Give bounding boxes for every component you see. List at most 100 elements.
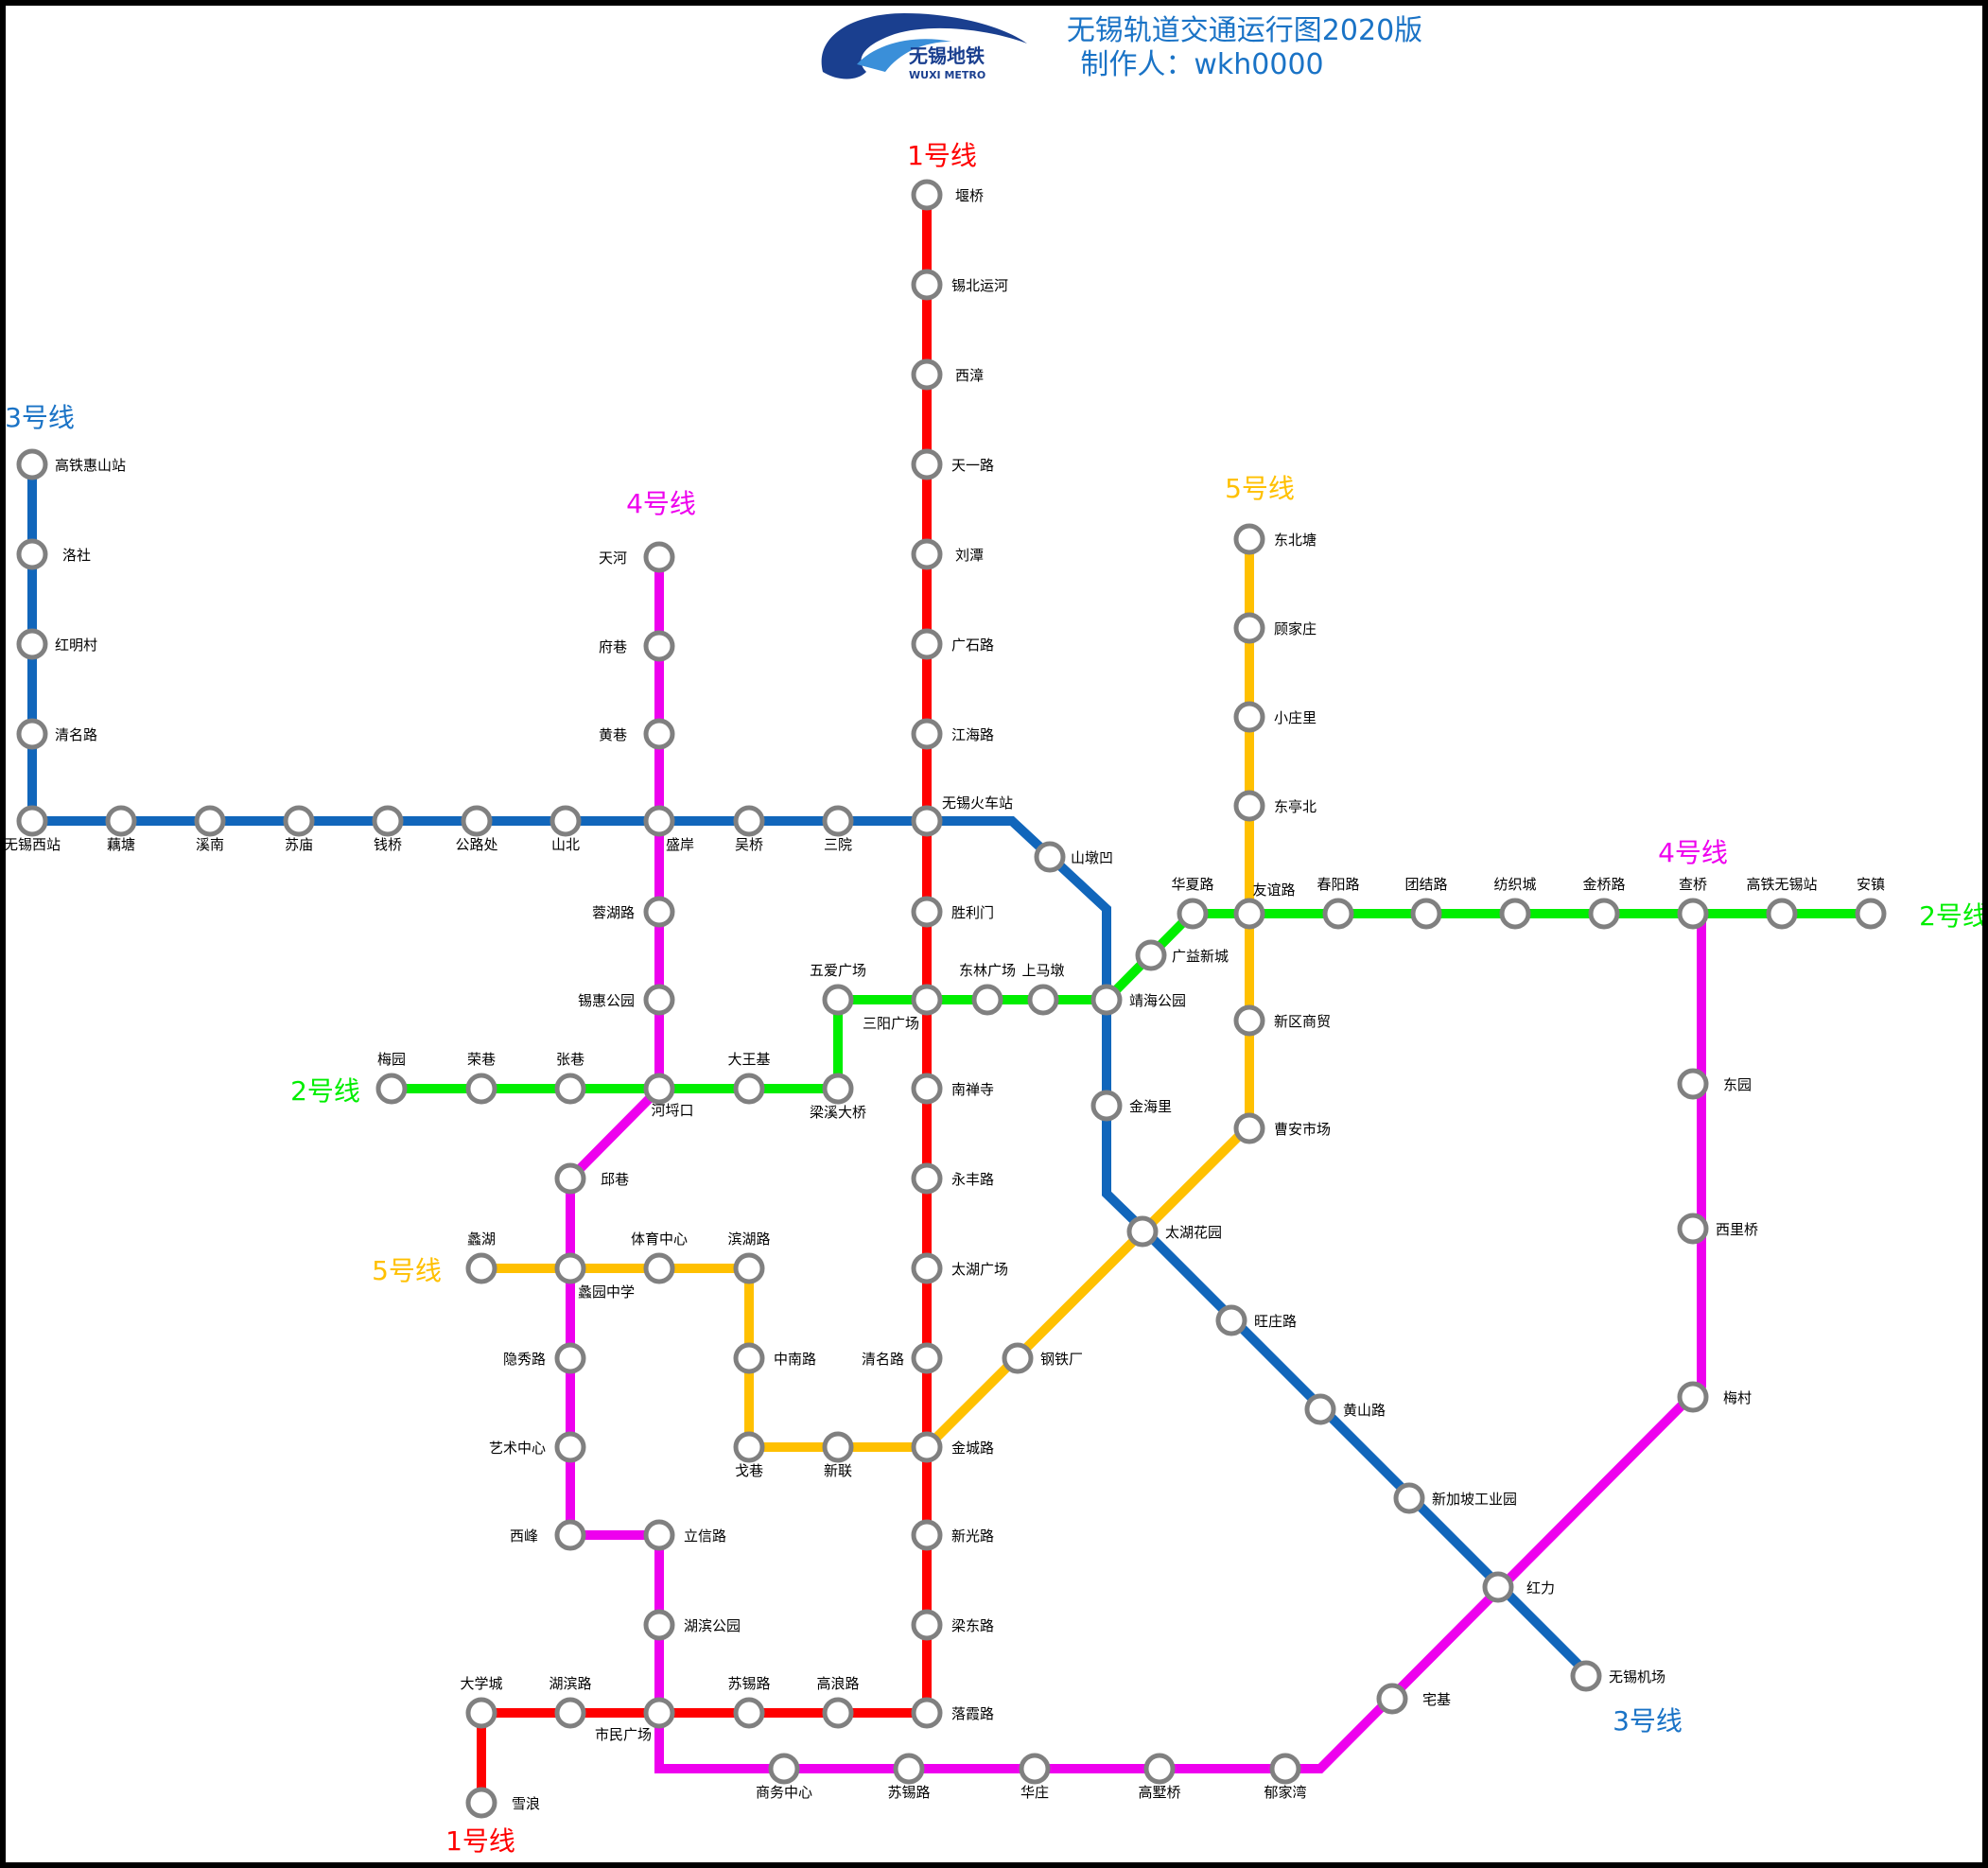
station-marker-icon[interactable]: [16, 805, 48, 837]
station-marker-icon[interactable]: [1233, 898, 1265, 930]
station-marker-icon[interactable]: [1233, 1004, 1265, 1037]
station-marker-icon[interactable]: [733, 805, 765, 837]
station-marker-icon[interactable]: [643, 1519, 675, 1551]
station-marker-icon[interactable]: [911, 896, 943, 928]
station-marker-icon[interactable]: [1233, 701, 1265, 733]
station-marker-icon[interactable]: [465, 1787, 497, 1819]
station-s14[interactable]: 清名路: [862, 1342, 943, 1374]
station-marker-icon[interactable]: [1499, 898, 1531, 930]
station-marker-icon[interactable]: [643, 805, 675, 837]
station-marker-icon[interactable]: [194, 805, 226, 837]
station-marker-icon[interactable]: [1215, 1304, 1247, 1336]
station-s51[interactable]: 溪南: [194, 805, 226, 853]
station-marker-icon[interactable]: [375, 1073, 408, 1105]
station-marker-icon[interactable]: [768, 1753, 800, 1785]
station-marker-icon[interactable]: [16, 718, 48, 750]
station-marker-icon[interactable]: [16, 538, 48, 570]
station-s10[interactable]: 三阳广场: [863, 984, 943, 1032]
station-s73[interactable]: 蠡园中学: [554, 1252, 635, 1301]
station-s48[interactable]: 清名路: [16, 718, 97, 750]
station-s8[interactable]: 无锡火车站: [911, 794, 1013, 837]
station-s25[interactable]: 梅园: [375, 1051, 408, 1105]
station-marker-icon[interactable]: [733, 1342, 765, 1374]
station-marker-icon[interactable]: [911, 1609, 943, 1641]
station-s83[interactable]: 郁家湾: [1264, 1753, 1307, 1801]
station-s60[interactable]: 金海里: [1090, 1090, 1172, 1122]
station-s45[interactable]: 高铁惠山站: [16, 448, 126, 480]
station-marker-icon[interactable]: [1233, 790, 1265, 822]
station-s33[interactable]: 上马墩: [1021, 962, 1065, 1016]
station-marker-icon[interactable]: [465, 1073, 497, 1105]
station-s42[interactable]: 查桥: [1677, 876, 1709, 930]
station-marker-icon[interactable]: [554, 1431, 586, 1463]
station-s41[interactable]: 金桥路: [1582, 876, 1626, 930]
station-s16[interactable]: 新光路: [911, 1519, 994, 1551]
station-marker-icon[interactable]: [465, 1697, 497, 1729]
station-marker-icon[interactable]: [16, 628, 48, 660]
station-s82[interactable]: 高墅桥: [1138, 1753, 1181, 1801]
station-marker-icon[interactable]: [643, 1252, 675, 1284]
station-s29[interactable]: 大王基: [727, 1051, 771, 1105]
station-s36[interactable]: 华夏路: [1171, 876, 1214, 930]
station-marker-icon[interactable]: [1034, 841, 1066, 873]
station-marker-icon[interactable]: [911, 1697, 943, 1729]
station-s66[interactable]: 无锡机场: [1570, 1660, 1665, 1692]
station-s19[interactable]: 高浪路: [816, 1675, 860, 1729]
station-s13[interactable]: 太湖广场: [911, 1252, 1008, 1284]
station-marker-icon[interactable]: [822, 984, 854, 1016]
station-s54[interactable]: 公路处: [455, 805, 498, 853]
station-s85[interactable]: 梅村: [1677, 1381, 1752, 1413]
station-s37[interactable]: 友谊路: [1233, 882, 1296, 930]
station-s3[interactable]: 西漳: [911, 358, 984, 391]
station-marker-icon[interactable]: [1019, 1753, 1051, 1785]
station-marker-icon[interactable]: [1376, 1683, 1408, 1715]
station-s91[interactable]: 东亭北: [1233, 790, 1317, 822]
station-s12[interactable]: 永丰路: [911, 1162, 994, 1195]
station-marker-icon[interactable]: [911, 179, 943, 211]
station-s46[interactable]: 洛社: [16, 538, 91, 570]
station-s70[interactable]: 蓉湖路: [592, 896, 675, 928]
station-s65[interactable]: 红力: [1482, 1571, 1555, 1603]
station-s7[interactable]: 江海路: [911, 718, 994, 750]
station-marker-icon[interactable]: [911, 1252, 943, 1284]
station-marker-icon[interactable]: [105, 805, 137, 837]
station-marker-icon[interactable]: [554, 1519, 586, 1551]
station-marker-icon[interactable]: [911, 448, 943, 480]
station-s55[interactable]: 山北: [549, 805, 582, 853]
station-s95[interactable]: 新联: [822, 1431, 854, 1479]
station-marker-icon[interactable]: [1002, 1342, 1034, 1374]
station-s56[interactable]: 盛岸: [643, 805, 694, 853]
station-s52[interactable]: 苏庙: [283, 805, 315, 853]
station-s90[interactable]: 小庄里: [1233, 701, 1317, 733]
station-marker-icon[interactable]: [461, 805, 493, 837]
station-s39[interactable]: 团结路: [1404, 876, 1448, 930]
station-s18[interactable]: 落霞路: [911, 1697, 994, 1729]
station-s26[interactable]: 荣巷: [465, 1051, 497, 1105]
station-marker-icon[interactable]: [465, 1252, 497, 1284]
station-marker-icon[interactable]: [911, 984, 943, 1016]
metro-map[interactable]: 无锡地铁 WUXI METRO 无锡轨道交通运行图2020版 制作人：wkh00…: [6, 6, 1982, 1862]
station-s64[interactable]: 新加坡工业园: [1393, 1482, 1517, 1514]
station-marker-icon[interactable]: [1233, 523, 1265, 555]
station-marker-icon[interactable]: [1233, 1112, 1265, 1144]
station-s62[interactable]: 旺庄路: [1215, 1304, 1297, 1336]
station-s63[interactable]: 黄山路: [1304, 1393, 1386, 1425]
station-s34[interactable]: 靖海公园: [1090, 984, 1186, 1016]
station-s68[interactable]: 府巷: [599, 630, 675, 662]
station-marker-icon[interactable]: [733, 1431, 765, 1463]
station-s86[interactable]: 西里桥: [1677, 1213, 1758, 1245]
station-s96[interactable]: 戈巷: [733, 1431, 765, 1479]
station-s6[interactable]: 广石路: [911, 628, 994, 660]
station-marker-icon[interactable]: [1482, 1571, 1514, 1603]
station-s17[interactable]: 梁东路: [911, 1609, 994, 1641]
station-s92[interactable]: 新区商贸: [1233, 1004, 1331, 1037]
station-marker-icon[interactable]: [549, 805, 582, 837]
line-5-path[interactable]: [481, 535, 1254, 1452]
station-s44[interactable]: 安镇: [1855, 876, 1887, 930]
station-s30[interactable]: 梁溪大桥: [810, 1073, 866, 1121]
station-marker-icon[interactable]: [911, 628, 943, 660]
station-s74[interactable]: 隐秀路: [503, 1342, 586, 1374]
station-marker-icon[interactable]: [1143, 1753, 1176, 1785]
station-marker-icon[interactable]: [971, 984, 1003, 1016]
station-marker-icon[interactable]: [1090, 984, 1123, 1016]
